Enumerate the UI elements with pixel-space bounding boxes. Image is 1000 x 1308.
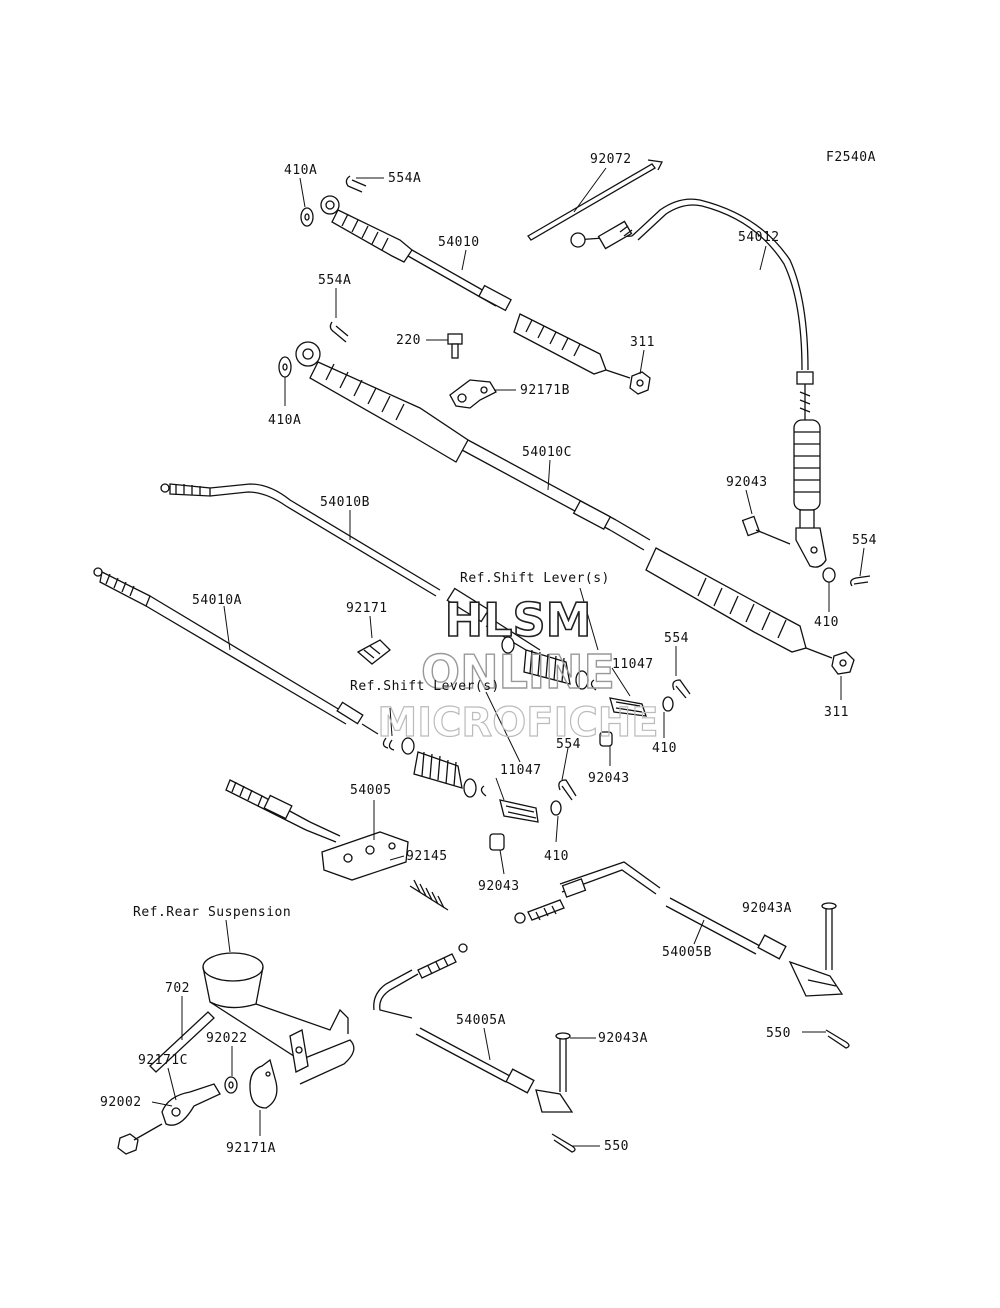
label-92043-mid: 92043 [588,771,630,786]
nut-311-bottom [831,651,855,675]
label-54010A: 54010A [192,593,242,608]
pin-92043A-right [821,902,837,970]
label-54010C: 54010C [522,445,572,460]
label-92043A-right: 92043A [742,901,792,916]
rear-suspension-arm [202,952,355,1085]
rear-bracket [289,1029,309,1073]
shift-assembly-lower [382,737,577,851]
cable-54010A [93,567,379,735]
pin-92043-right [741,515,791,545]
leader-lines [151,167,865,1147]
label-54005A: 54005A [456,1013,506,1028]
label-554-right: 554 [852,533,877,548]
label-11047-lower: 11047 [500,763,542,778]
watermark: HLSM ONLINE MICROFICHE [377,592,659,746]
cable-54010C [295,341,833,659]
clip-554A-top [345,175,367,193]
label-550-right: 550 [766,1026,791,1041]
nut-311-top [629,371,651,395]
clamp-92171A [249,1058,278,1109]
label-54010B: 54010B [320,495,370,510]
label-54005: 54005 [350,783,392,798]
ref-shift-lever-lower: Ref.Shift Lever(s) [350,679,500,694]
label-92145: 92145 [406,849,448,864]
label-92171B: 92171B [520,383,570,398]
label-92022: 92022 [206,1031,248,1046]
label-410-lower: 410 [544,849,569,864]
watermark-line-2: ONLINE [421,645,615,699]
label-702: 702 [165,981,190,996]
label-410A-mid: 410A [268,413,301,428]
washer-410A-top [300,207,314,227]
cotter-pin-550-bottom [551,1133,576,1153]
watermark-line-3: MICROFICHE [377,700,658,746]
cable-tie-92072 [527,159,663,241]
label-410-mid: 410 [652,741,677,756]
label-92043A-mid: 92043A [598,1031,648,1046]
label-54012: 54012 [738,230,780,245]
rod-702 [149,1011,215,1073]
label-92043-right: 92043 [726,475,768,490]
bolt-220 [447,333,463,359]
cable-54012 [570,198,827,568]
bolt-92002 [117,1123,163,1155]
label-554A-mid: 554A [318,273,351,288]
label-11047-upper: 11047 [612,657,654,672]
label-311-top: 311 [630,335,655,350]
clamp-92171C [161,1083,221,1126]
washer-410-right [822,567,836,583]
label-311-bottom: 311 [824,705,849,720]
label-92171A: 92171A [226,1141,276,1156]
clamp-92171B [449,379,497,409]
label-554-lower: 554 [556,737,581,752]
shift-assembly-upper [501,636,691,747]
spring-92145 [409,879,449,911]
label-92043-lower: 92043 [478,879,520,894]
clip-92171 [356,639,391,665]
label-554-mid: 554 [664,631,689,646]
cable-54005 [225,779,409,881]
ref-rear-suspension: Ref.Rear Suspension [133,905,291,920]
washer-410A-mid [278,356,292,378]
label-92171: 92171 [346,601,388,616]
label-410-right: 410 [814,615,839,630]
washer-92022 [224,1076,238,1094]
watermark-line-1: HLSM [445,593,592,647]
cable-54010 [320,195,631,379]
pin-92043A-mid [555,1032,571,1092]
clip-554A-mid [329,321,349,343]
label-410A-top: 410A [284,163,317,178]
label-550-bottom: 550 [604,1139,629,1154]
label-92002: 92002 [100,1095,142,1110]
figure-code: F2540A [826,150,876,165]
ref-shift-lever-upper: Ref.Shift Lever(s) [460,571,610,586]
cable-54005B [514,861,844,997]
clip-554-right [850,575,871,587]
label-554A-top: 554A [388,171,421,186]
cable-54005A [373,943,574,1113]
label-54010: 54010 [438,235,480,250]
label-220: 220 [396,333,421,348]
label-54005B: 54005B [662,945,712,960]
label-92072: 92072 [590,152,632,167]
cotter-pin-550-right [825,1029,850,1049]
label-92171C: 92171C [138,1053,188,1068]
